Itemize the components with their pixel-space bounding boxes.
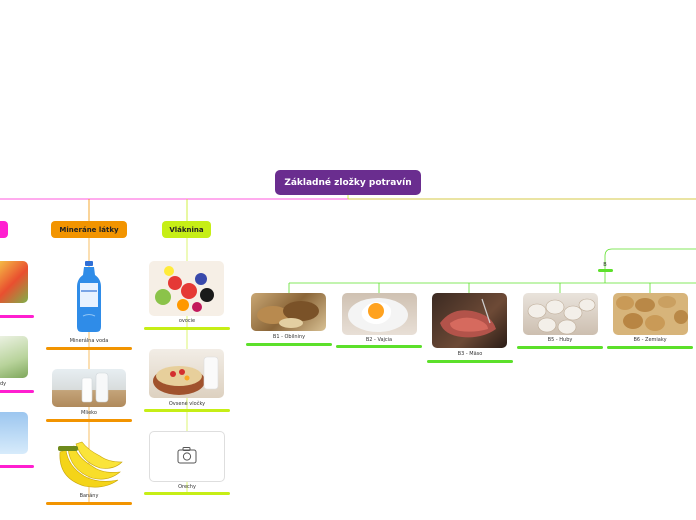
mushrooms-image: [523, 293, 598, 335]
mineral-water-image: [75, 261, 103, 333]
item-bar: [144, 327, 230, 330]
minerals-category-node[interactable]: Mineráne látky: [51, 221, 127, 238]
item-bar: [607, 346, 693, 349]
fruit-bowl-image: [149, 261, 224, 316]
camera-icon: [177, 447, 197, 464]
item-caption-oats: Ovsené vločky: [168, 401, 206, 407]
item-caption-b1: B1 - Obilniny: [272, 334, 306, 340]
item-bar: [246, 343, 332, 346]
item-caption-banana: Banány: [79, 493, 99, 499]
meat-image: [432, 293, 507, 348]
fruit-image-partial: [0, 261, 28, 303]
fiber-category-node[interactable]: Vláknina: [162, 221, 211, 238]
grains-image: [251, 293, 326, 331]
item-caption-b3: B3 - Mäso: [457, 351, 483, 357]
item-caption-b2: B2 - Vajcia: [365, 337, 393, 343]
partial-item-bar: [0, 390, 34, 393]
egg-image: [342, 293, 417, 335]
item-bar: [517, 346, 603, 349]
oat-flakes-image: [149, 349, 224, 398]
item-caption-mineral-water: Minerálna voda: [69, 338, 109, 344]
nuts-image-placeholder: [149, 431, 225, 482]
vitamin-b-node-bar: [598, 269, 613, 272]
partial-category-node[interactable]: [0, 221, 8, 238]
item-caption-b6: B6 - Zemiaky: [633, 337, 667, 343]
item-caption-fruit: ovocie: [178, 318, 196, 324]
banana-image: [54, 440, 124, 490]
item-caption-nuts: Orechy: [178, 484, 196, 490]
root-node[interactable]: Základné zložky potravín: [275, 170, 421, 195]
milk-glass-image-partial: [0, 336, 28, 378]
item-caption-b5: B5 - Huby: [547, 337, 573, 343]
potatoes-image: [613, 293, 688, 335]
item-bar: [427, 360, 513, 363]
partial-item-bar: [0, 315, 34, 318]
item-bar: [46, 347, 132, 350]
item-bar: [336, 345, 422, 348]
item-bar: [144, 492, 230, 495]
item-caption-milk: Mlieko: [81, 410, 97, 416]
item-bar: [144, 409, 230, 412]
vitamin-b-node-label[interactable]: B: [603, 262, 607, 268]
item-bar: [46, 502, 132, 505]
partial-item-bar: [0, 465, 34, 468]
item-bar: [46, 419, 132, 422]
partial-item-caption: dy: [0, 381, 7, 387]
sky-image-partial: [0, 412, 28, 454]
milk-image: [52, 369, 126, 407]
